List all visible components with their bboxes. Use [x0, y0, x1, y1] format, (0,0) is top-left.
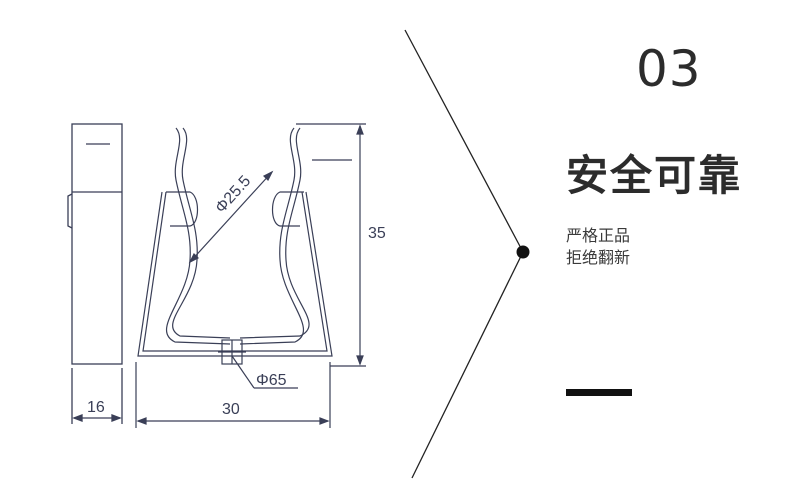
- depth-dimension-label: 16: [87, 399, 105, 416]
- inner-diameter-label: Φ25.5: [212, 173, 254, 217]
- divider-dot: [516, 245, 530, 259]
- subtitle-line-1: 严格正品: [566, 226, 631, 245]
- chevron-divider: [404, 29, 524, 479]
- subtitle-line-2: 拒绝翻新: [566, 248, 631, 267]
- side-view: [67, 123, 123, 424]
- accent-bar: [566, 389, 632, 396]
- width-dimension-label: 30: [222, 401, 240, 418]
- hole-diameter-label: Φ65: [256, 372, 287, 389]
- section-title: 安全可靠: [566, 151, 743, 200]
- front-view: [135, 123, 366, 428]
- height-dimension-label: 35: [368, 225, 386, 242]
- section-number: 03: [636, 40, 702, 98]
